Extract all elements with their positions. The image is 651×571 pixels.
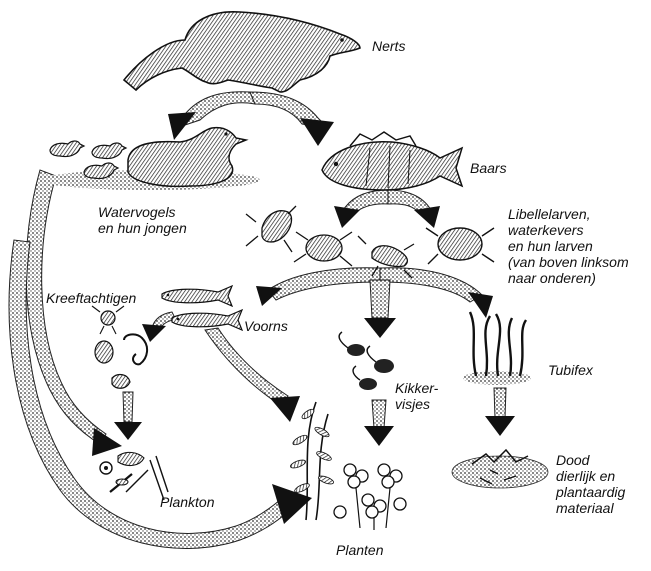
plankton-icon bbox=[100, 452, 168, 500]
label-kikkervisjes-line2: visjes bbox=[395, 396, 438, 412]
label-dood: Dood dierlijk en plantaardig materiaal bbox=[556, 452, 625, 516]
arrow-head-to-perch bbox=[300, 118, 334, 146]
label-dood-line4: materiaal bbox=[556, 500, 625, 516]
label-watervogels-line1: Watervogels bbox=[98, 204, 187, 220]
minnow-fish-icon bbox=[162, 286, 242, 330]
label-libellelarven-line5: naar onderen) bbox=[508, 270, 629, 286]
label-libellelarven-line2: waterkevers bbox=[508, 222, 629, 238]
label-watervogels-line2: en hun jongen bbox=[98, 220, 187, 236]
arrow-minnow-to-plants bbox=[205, 328, 300, 422]
label-planten: Planten bbox=[336, 542, 383, 558]
crustacean-icon bbox=[92, 306, 147, 388]
label-libellelarven-line3: en hun larven bbox=[508, 238, 629, 254]
label-plankton: Plankton bbox=[160, 494, 214, 510]
label-voorns: Voorns bbox=[244, 318, 288, 334]
tadpole-icon bbox=[339, 332, 394, 390]
label-watervogels: Watervogels en hun jongen bbox=[98, 204, 187, 236]
perch-icon bbox=[322, 132, 462, 190]
arrow-tubifex-to-detritus bbox=[485, 388, 515, 436]
arrow-larvae-split bbox=[256, 268, 493, 338]
label-libellelarven: Libellelarven, waterkevers en hun larven… bbox=[508, 206, 629, 286]
label-kreeftachtigen: Kreeftachtigen bbox=[46, 290, 136, 306]
label-kikkervisjes-line1: Kikker- bbox=[395, 380, 438, 396]
label-libellelarven-line1: Libellelarven, bbox=[508, 206, 629, 222]
tubifex-worm-icon bbox=[463, 312, 531, 385]
dead-organic-matter-icon bbox=[452, 450, 548, 488]
arrow-minnow-to-crustaceans bbox=[142, 312, 176, 342]
water-plant-icon bbox=[289, 402, 406, 530]
mink-icon bbox=[124, 12, 360, 92]
dragonfly-larva-and-water-beetle-icon bbox=[246, 206, 494, 278]
label-nerts: Nerts bbox=[372, 38, 405, 54]
duck-with-ducklings-icon bbox=[40, 128, 260, 190]
label-baars: Baars bbox=[470, 160, 507, 176]
arrow-perch-split bbox=[334, 190, 440, 228]
arrow-crustaceans-to-plankton bbox=[114, 392, 142, 440]
label-dood-line3: plantaardig bbox=[556, 484, 625, 500]
arrow-head-to-waterbirds bbox=[168, 112, 196, 140]
label-libellelarven-line4: (van boven linksom bbox=[508, 254, 629, 270]
label-kikkervisjes: Kikker- visjes bbox=[395, 380, 438, 412]
label-tubifex: Tubifex bbox=[548, 362, 593, 378]
label-dood-line1: Dood bbox=[556, 452, 625, 468]
label-dood-line2: dierlijk en bbox=[556, 468, 625, 484]
arrow-tadpoles-to-plants bbox=[364, 400, 394, 446]
